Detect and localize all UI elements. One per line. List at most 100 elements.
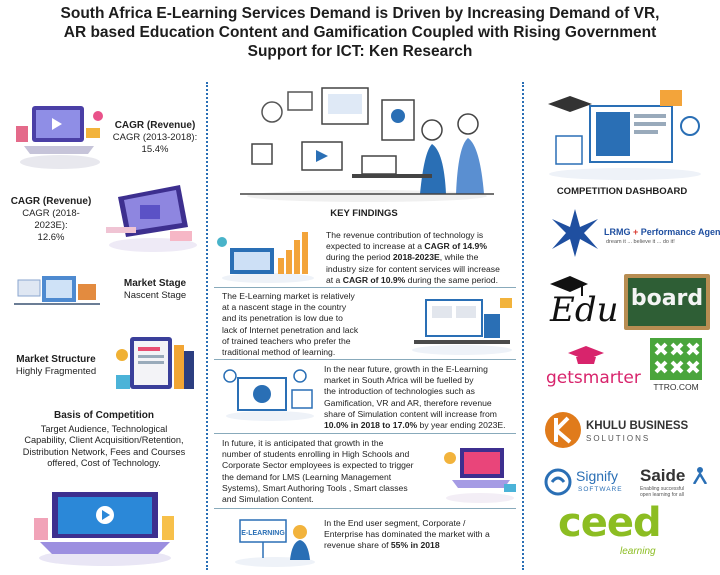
student-laptop-illustration xyxy=(444,448,516,503)
title-line-3: Support for ICT: Ken Research xyxy=(247,43,473,60)
classroom-hero-illustration xyxy=(240,87,494,202)
lrmg-name: LRMG xyxy=(604,227,631,237)
cagr-2013-2018: CAGR (Revenue) CAGR (2013-2018): 15.4% xyxy=(112,120,198,156)
cagr1-heading: CAGR (Revenue) xyxy=(114,120,196,131)
finding-3-line6: by year ending 2023E. xyxy=(417,420,506,431)
elearning-sign-text: E-LEARNING xyxy=(241,530,285,537)
competition-line4: offered, Cost of Technology. xyxy=(47,458,161,468)
khulu-name: KHULU BUSINESS xyxy=(586,420,689,432)
ttro-text: TTRO.COM xyxy=(653,382,699,392)
finding-1-line5b: during the same period. xyxy=(405,274,498,285)
saide-tagline: Enabling successful open learning for al… xyxy=(640,486,684,498)
elearning-sign-illustration: E-LEARNING xyxy=(235,519,315,567)
monitor-illustration xyxy=(106,185,197,252)
key-findings-heading: KEY FINDINGS xyxy=(330,208,398,219)
right-divider xyxy=(522,82,524,570)
finding-5-line1: In the End user segment, Corporate / xyxy=(324,518,466,528)
saide-tagline-2: open learning for all xyxy=(640,492,684,498)
getsmarter-logo: getsmarter xyxy=(546,342,641,392)
cagr1-line2: 15.4% xyxy=(141,144,169,155)
finding-divider-1 xyxy=(214,287,516,288)
cagr2-line2: 12.6% xyxy=(37,232,65,243)
finding-1-line5: at a xyxy=(326,274,343,285)
finding-3-line2: market in South Africa will be fuelled b… xyxy=(324,375,474,386)
page-title: South Africa E-Learning Services Demand … xyxy=(0,4,720,61)
finding-3-share: 10.0% in 2018 to 17.0% xyxy=(324,420,418,431)
market-structure-value: Highly Fragmented xyxy=(15,366,97,377)
lrmg-tagline: dream it ... believe it ... do it! xyxy=(606,239,675,245)
market-stage-heading: Market Stage xyxy=(123,278,187,289)
graduation-cap-icon xyxy=(550,276,588,296)
competition-line2: Capability, Client Acquisition/Retention… xyxy=(24,435,184,445)
board-text: board xyxy=(630,286,704,311)
title-line-2: AR based Education Content and Gamificat… xyxy=(63,24,657,41)
finding-2-line1: The E-Learning market is relatively xyxy=(222,291,355,301)
cagr-2018-2023: CAGR (Revenue) CAGR (2018-2023E): 12.6% xyxy=(10,196,92,244)
lrmg-star-icon xyxy=(552,209,598,257)
basis-of-competition: Basis of Competition Target Audience, Te… xyxy=(6,410,202,470)
cagr2-line1: CAGR (2018-2023E): xyxy=(22,208,80,231)
cagr1-line1: CAGR (2013-2018): xyxy=(112,132,198,143)
desk-illustration xyxy=(14,276,100,305)
finding-1-cagr: CAGR of 14.9% xyxy=(424,241,487,252)
title-line-1: South Africa E-Learning Services Demand … xyxy=(60,5,660,22)
finding-divider-3 xyxy=(214,433,516,434)
finding-divider-2 xyxy=(214,359,516,360)
ceed-sub: learning xyxy=(620,546,656,557)
finding-4-line2: number of students enrolling in High Sch… xyxy=(222,449,410,460)
market-stage: Market Stage Nascent Stage xyxy=(112,278,198,302)
cagr2-heading: CAGR (Revenue) xyxy=(10,196,92,207)
signify-sub: SOFTWARE xyxy=(578,486,623,493)
market-structure-heading: Market Structure xyxy=(16,354,96,365)
board-logo: board xyxy=(624,274,710,330)
saide-name: Saide xyxy=(640,466,686,485)
laptop-video-illustration xyxy=(16,106,103,169)
finding-divider-4 xyxy=(214,508,516,509)
saide-figure-icon xyxy=(692,467,708,484)
finding-5-share: 55% in 2018 xyxy=(390,540,440,551)
finding-1-line4: industry size for content services will … xyxy=(326,263,500,274)
ttro-pattern-icon xyxy=(650,338,702,380)
mortarboard-icon xyxy=(568,346,604,364)
edu-logo: Edu xyxy=(546,274,618,332)
competition-line1: Target Audience, Technological xyxy=(40,423,168,434)
signify-icon xyxy=(544,468,572,496)
finding-1-line2: expected to increase at a xyxy=(326,241,425,252)
finding-5-line3: revenue share of xyxy=(324,540,391,551)
finding-2: The E-Learning market is relatively at a… xyxy=(222,291,402,358)
dashboard-illustration xyxy=(548,90,701,180)
getsmarter-text: getsmarter xyxy=(546,368,641,388)
ttro-logo: TTRO.COM xyxy=(646,338,706,398)
market-stage-value: Nascent Stage xyxy=(123,290,187,301)
growth-chart-illustration xyxy=(217,232,314,283)
finding-3: In the near future, growth in the E-Lear… xyxy=(324,364,522,431)
finding-5-line2: Enterprise has dominated the market with… xyxy=(324,529,490,540)
vr-ar-illustration xyxy=(223,369,314,421)
finding-2-line4: lack of Internet penetration and lack xyxy=(222,324,359,335)
finding-1-period: 2018-2023E xyxy=(392,252,440,263)
khulu-circle-icon xyxy=(545,412,581,448)
edu-text: Edu xyxy=(550,290,619,330)
finding-5: In the End user segment, Corporate / Ent… xyxy=(324,518,520,552)
competition-line3: Distribution Network, Fees and Courses xyxy=(22,446,186,457)
saide-logo: Saide Enabling successful open learning … xyxy=(640,466,712,502)
finding-3-line5: share of Simulation content will increas… xyxy=(324,408,497,419)
tablet-books-illustration xyxy=(116,337,194,389)
finding-3-line3: the introduction of technologies such as xyxy=(324,386,475,397)
finding-1-line3: during the period xyxy=(326,252,393,263)
finding-1-line1: The revenue contribution of technology i… xyxy=(326,230,484,240)
finding-2-line3: and its penetration is low due to xyxy=(222,313,343,324)
left-divider xyxy=(206,82,208,570)
finding-1: The revenue contribution of technology i… xyxy=(326,230,520,286)
signify-logo: Signify SOFTWARE xyxy=(544,466,634,502)
khulu-sub: SOLUTIONS xyxy=(586,434,651,443)
finding-4-line5: Systems), Smart Authoring Tools , Smart … xyxy=(222,482,408,493)
workspace-illustration xyxy=(412,298,512,355)
finding-4-line6: and Simulation Content. xyxy=(222,494,314,505)
ceed-logo: ceed learning xyxy=(558,500,678,570)
signify-name: Signify xyxy=(576,468,619,484)
finding-2-line2: at a nascent stage in the country xyxy=(222,302,347,313)
finding-2-line5: of trained teachers who prefer the xyxy=(222,335,351,346)
laptop-classroom-illustration xyxy=(34,492,174,566)
